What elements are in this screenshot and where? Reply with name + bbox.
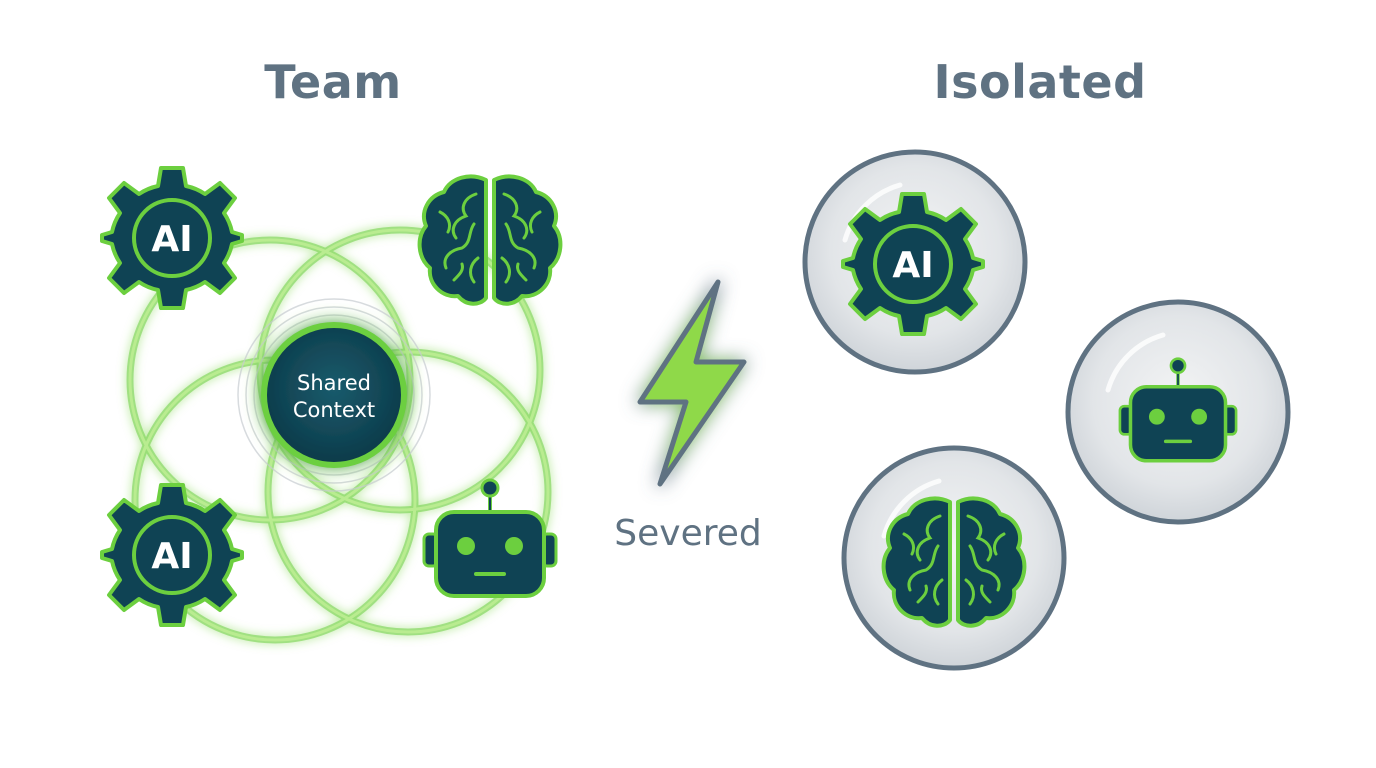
gear-icon: AI (841, 192, 985, 336)
isolated-nodes: AI (802, 149, 1291, 671)
hub-label-line2: Context (293, 398, 375, 422)
connection-rings (126, 226, 552, 644)
isolated-bubble-gear: AI (802, 149, 1028, 375)
robot-icon (422, 478, 558, 598)
shared-context-hub: Shared Context (237, 298, 431, 492)
lightning-bolt-icon (637, 279, 747, 487)
severed-label: Severed (614, 513, 762, 554)
hub-label-line1: Shared (297, 371, 371, 395)
team-heading: Team (264, 55, 402, 109)
team-network: Shared Context AI AI (100, 166, 563, 644)
gear-icon: AI (100, 483, 244, 627)
gear-icon: AI (100, 166, 244, 310)
isolated-heading: Isolated (933, 55, 1147, 109)
gear-label: AI (892, 245, 933, 286)
brain-icon (417, 174, 563, 306)
gear-label: AI (151, 536, 192, 577)
isolated-bubble-robot (1065, 299, 1291, 525)
gear-label: AI (151, 219, 192, 260)
isolated-bubble-brain (841, 445, 1067, 671)
